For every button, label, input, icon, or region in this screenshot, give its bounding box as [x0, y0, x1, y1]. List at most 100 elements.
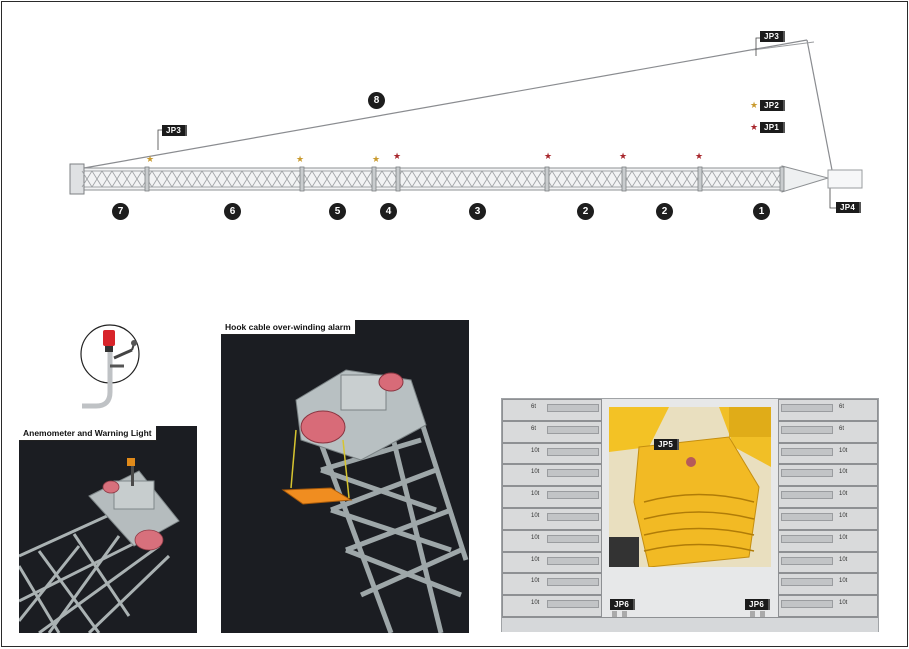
- counterweight-photo: [609, 407, 771, 567]
- lattice-brace: [761, 170, 773, 188]
- ballast-weight-label: 10t: [531, 513, 540, 519]
- lattice-brace: [171, 170, 183, 188]
- lattice-brace: [241, 170, 253, 188]
- lattice-brace: [561, 170, 573, 188]
- lattice-brace: [381, 170, 393, 188]
- lattice-brace: [231, 170, 243, 188]
- hook-alarm-panel-title: Hook cable over-winding alarm: [221, 320, 356, 335]
- segment-number-6: 6: [224, 203, 241, 220]
- boom-diagram-svg: [69, 37, 863, 209]
- ballast-plate: 10t: [502, 551, 602, 574]
- ballast-weight-label: 10t: [839, 447, 848, 454]
- ballast-plate: 10t: [778, 464, 878, 487]
- ballast-plate: 6t: [778, 399, 878, 421]
- ballast-plate: 10t: [502, 464, 602, 487]
- lattice-brace: [151, 170, 163, 188]
- jp4-leader: [829, 180, 838, 209]
- segment-number-4: 4: [380, 203, 397, 220]
- lattice-brace: [441, 170, 453, 188]
- anemometer-panel-title: Anemometer and Warning Light: [19, 426, 157, 441]
- ballast-weight-label: 10t: [839, 578, 848, 585]
- segment-joint: [395, 166, 401, 192]
- warning-light-icon: [103, 330, 115, 346]
- lattice-brace: [351, 170, 363, 188]
- jp6-right-tag: JP6: [745, 599, 771, 610]
- jp4-tag: JP4: [836, 202, 862, 213]
- ballast-plate: 10t: [502, 508, 602, 530]
- ballast-plate: 10t: [778, 595, 878, 617]
- hook-alarm-panel: Hook cable over-winding alarm: [221, 320, 469, 633]
- lattice-brace: [161, 170, 173, 188]
- segment-joint: [544, 166, 550, 192]
- lattice-brace: [431, 170, 443, 188]
- ballast-weight-label: 10t: [839, 534, 848, 541]
- ballast-weight-label: 10t: [531, 600, 540, 607]
- jp3-left-leader: [157, 129, 162, 150]
- lattice-brace: [671, 170, 683, 188]
- ballast-diagram: 6t 6t 10t 10t 10t 10t 10t 10t 10t 10t 6t 6t 10t 10t 1…: [501, 398, 879, 632]
- lattice-brace: [401, 170, 413, 188]
- jp3-right-tag: JP3: [760, 31, 786, 42]
- ballast-plate: 10t: [778, 573, 878, 596]
- lattice-brace: [211, 170, 223, 188]
- lattice-brace: [111, 170, 123, 188]
- segment-joint: [697, 166, 703, 192]
- ballast-weight-label: 10t: [531, 447, 540, 454]
- jp1-legend-star-icon: ★: [750, 122, 759, 132]
- hook-alarm-render: [281, 369, 469, 633]
- segment-number-2b: 2: [656, 203, 673, 220]
- segment-joint: [299, 166, 305, 192]
- ballast-weight-label: 10t: [839, 513, 848, 519]
- mount-pipe: [82, 352, 113, 409]
- lattice-brace: [461, 170, 473, 188]
- ballast-weight-label: 10t: [531, 469, 540, 476]
- jp2-legend-star-icon: ★: [750, 100, 759, 110]
- lattice-brace: [221, 170, 233, 188]
- anemometer-render: [19, 458, 180, 633]
- segment-joint: [779, 166, 785, 192]
- segment-number-5: 5: [329, 203, 346, 220]
- lattice-brace: [411, 170, 423, 188]
- jp1-star-icon: ★: [695, 151, 704, 161]
- lattice-brace: [261, 170, 273, 188]
- ballast-weight-label: 6t: [839, 425, 845, 432]
- ballast-weight-label: 6t: [531, 425, 537, 432]
- segment-joint: [144, 166, 150, 192]
- lattice-brace: [651, 170, 663, 188]
- anemometer-icon: [80, 324, 140, 384]
- lattice-brace: [91, 170, 103, 188]
- segment-number-2a: 2: [577, 203, 594, 220]
- lattice-brace: [101, 170, 113, 188]
- mast-line: [806, 39, 833, 171]
- jp5-tag: JP5: [654, 439, 680, 450]
- boom-lattice: [69, 163, 863, 195]
- ballast-plate: 10t: [502, 442, 602, 465]
- jp1-star-icon: ★: [619, 151, 628, 161]
- ballast-plate: 10t: [502, 486, 602, 508]
- lattice-brace: [481, 170, 493, 188]
- ballast-weight-label: 10t: [839, 491, 848, 498]
- ballast-weight-label: 6t: [839, 404, 845, 410]
- lattice-brace: [421, 170, 433, 188]
- ballast-weight-label: 10t: [839, 600, 848, 607]
- ballast-weight-label: 10t: [531, 534, 540, 541]
- lattice-brace: [661, 170, 673, 188]
- ballast-weight-label: 10t: [531, 556, 540, 563]
- ballast-plate: 10t: [778, 529, 878, 552]
- jp1-star-icon: ★: [393, 151, 402, 161]
- ballast-plate: 10t: [778, 508, 878, 530]
- jp1-star-icon: ★: [544, 151, 553, 161]
- lattice-brace: [701, 170, 713, 188]
- jp6-left-tag: JP6: [610, 599, 636, 610]
- ballast-plate: 6t: [502, 399, 602, 421]
- ballast-base: [502, 617, 878, 632]
- lattice-brace: [471, 170, 483, 188]
- ballast-plate: 10t: [502, 529, 602, 552]
- lattice-brace: [361, 170, 373, 188]
- lattice-brace: [731, 170, 743, 188]
- ballast-weight-label: 6t: [531, 404, 537, 410]
- ballast-plate: 6t: [502, 420, 602, 443]
- lattice-brace: [601, 170, 613, 188]
- ballast-weight-label: 10t: [531, 491, 540, 498]
- jp2-star-icon: ★: [296, 154, 305, 164]
